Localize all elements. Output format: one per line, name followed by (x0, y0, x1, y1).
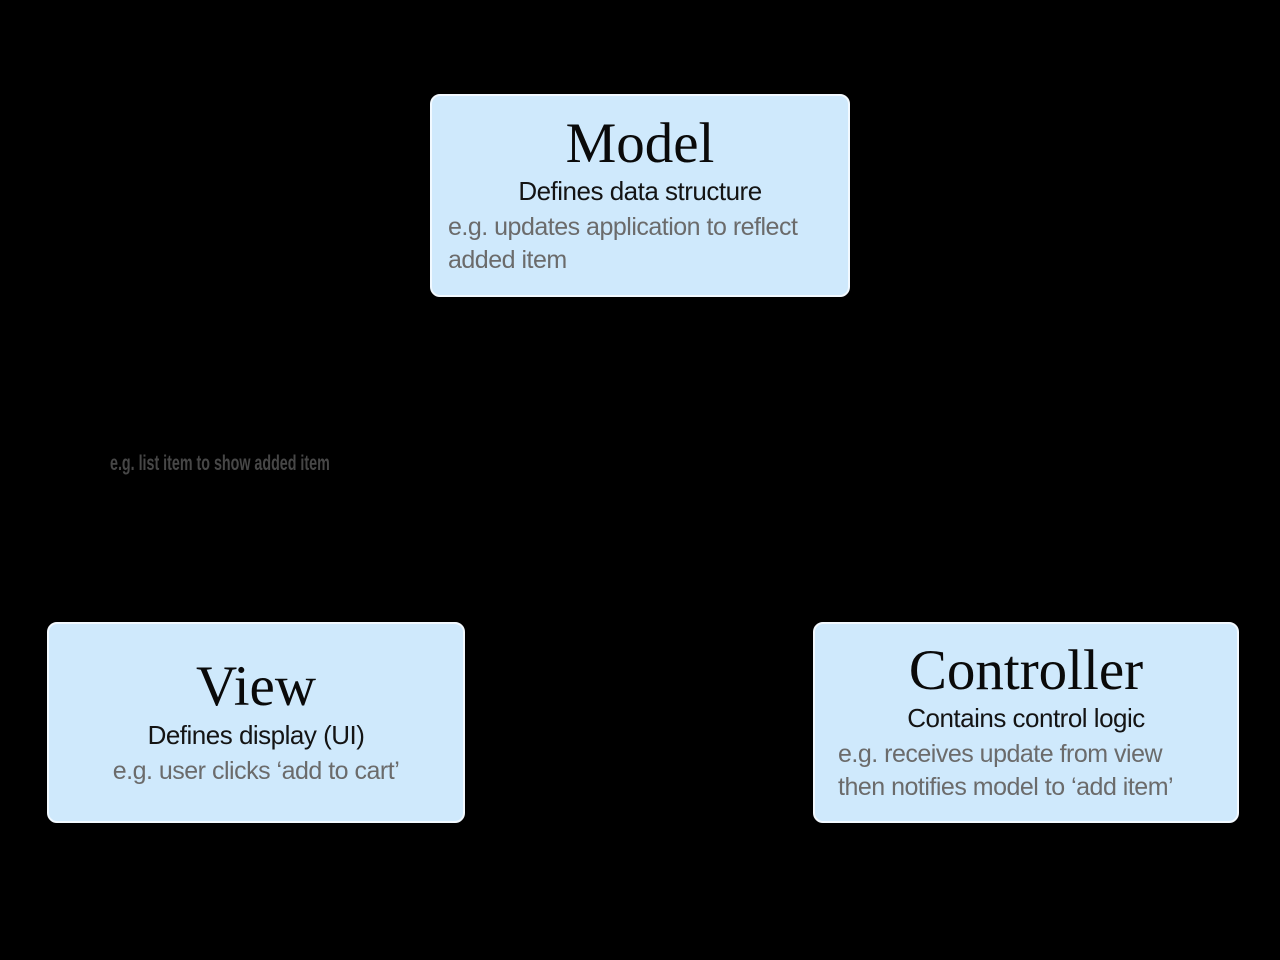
model-box: Model Defines data structure e.g. update… (430, 94, 850, 297)
controller-example-line-1: e.g. receives update from view (838, 740, 1163, 769)
controller-example: e.g. receives update from view then noti… (815, 738, 1237, 804)
view-subtitle: Defines display (UI) (147, 719, 365, 750)
model-example-line-1: e.g. updates application to reflect (448, 213, 798, 242)
controller-example-line-2: then notifies model to ‘add item’ (838, 773, 1174, 802)
model-to-view-edge-label: e.g. list item to show added item (110, 452, 330, 475)
view-box: View Defines display (UI) e.g. user clic… (47, 622, 465, 823)
model-title: Model (565, 111, 715, 175)
model-example: e.g. updates application to reflect adde… (432, 211, 848, 277)
view-example-line-1: e.g. user clicks ‘add to cart’ (112, 756, 400, 785)
controller-title: Controller (908, 638, 1144, 702)
view-title: View (195, 655, 317, 719)
view-example: e.g. user clicks ‘add to cart’ (49, 755, 463, 788)
controller-subtitle: Contains control logic (907, 703, 1145, 734)
model-example-line-2: added item (448, 246, 567, 275)
controller-box: Controller Contains control logic e.g. r… (813, 622, 1239, 823)
model-subtitle: Defines data structure (518, 176, 762, 207)
